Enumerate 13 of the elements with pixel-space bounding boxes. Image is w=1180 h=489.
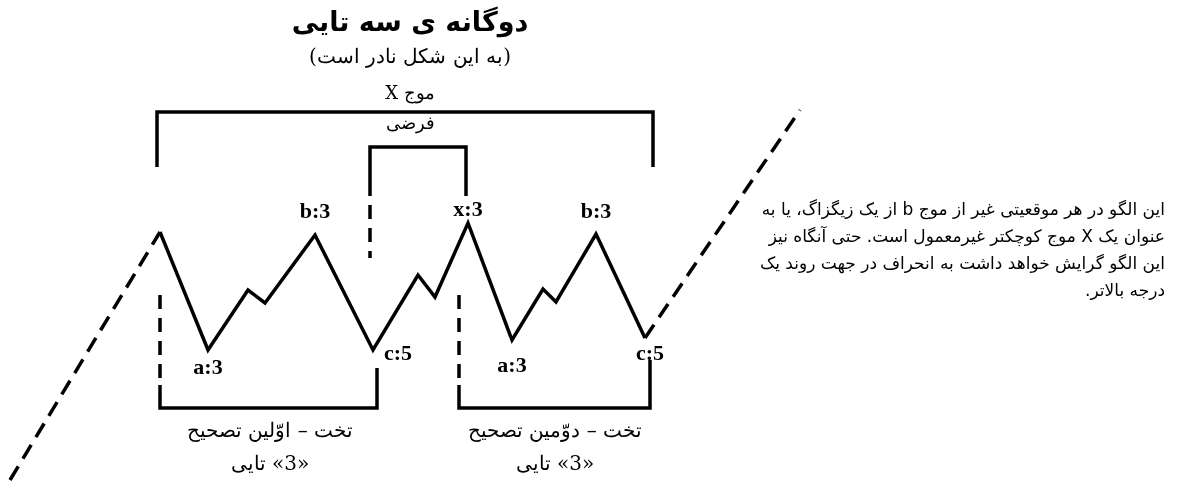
subtitle: (به این شکل نادر است) [309, 44, 511, 68]
wave-label: a:3 [193, 354, 223, 380]
wave-label: x:3 [453, 196, 483, 222]
wave-label: موج X فرضی [384, 81, 436, 136]
bracket-caption: تخت – دوّمین تصحیح «3» تایی [466, 417, 644, 477]
wave-label: b:3 [580, 198, 612, 224]
bracket-caption: تخت – اوّلین تصحیح «3» تایی [185, 417, 355, 477]
wave-label: b:3 [299, 198, 331, 224]
wave-label: c:5 [383, 340, 413, 366]
wave-label: c:5 [635, 340, 665, 366]
diagram-title: دوگانه ی سه تایی [291, 6, 529, 37]
wave-label: a:3 [497, 352, 527, 378]
note-text: این الگو در هر موقعیتی غیر از موج b از یک زیگزاگ، یا به عنوان یک X موج کوچکتر غیرمعمول است. حتی آنگاه نیز این الگو گرایش خواهد داشت به انحراف در جهت روند یک درجه بالاتر. [758, 198, 1165, 302]
